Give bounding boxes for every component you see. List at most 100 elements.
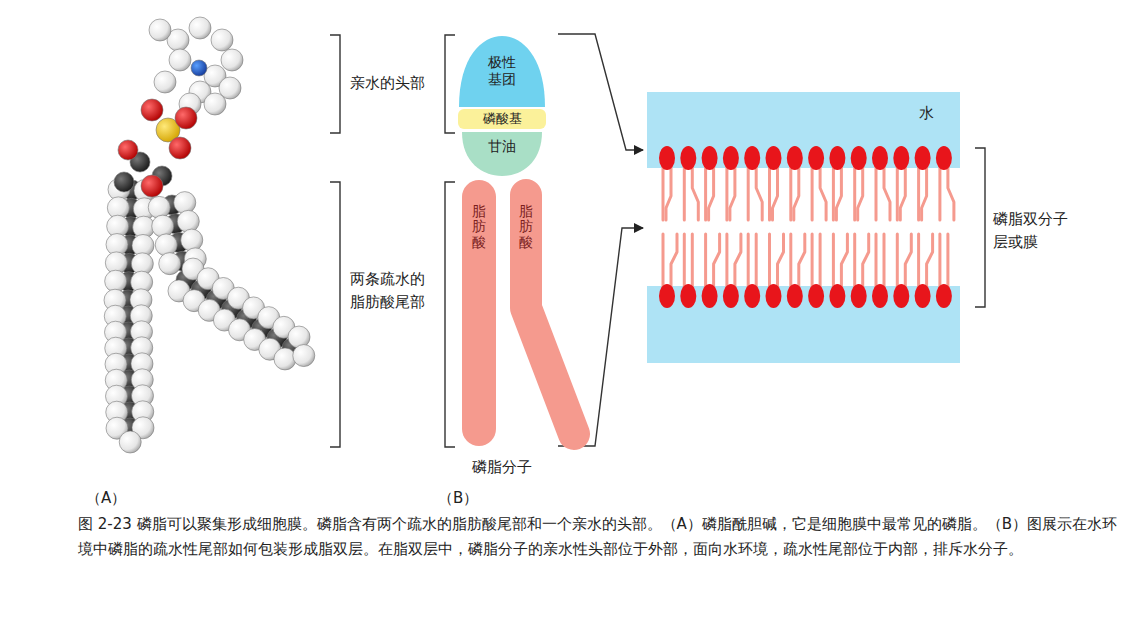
lipid-tail: [946, 234, 949, 292]
fatty-acid-tail: 脂肪酸: [506, 178, 592, 452]
atom: [141, 175, 163, 197]
lipid-tail: [662, 162, 665, 220]
lipid-tail: [884, 162, 890, 220]
lipid-head: [659, 146, 675, 170]
lipid-tail: [927, 234, 933, 292]
lipid-head: [893, 146, 909, 170]
water-region: 水: [647, 92, 960, 363]
lipid-tail: [768, 162, 771, 220]
atom: [189, 17, 211, 39]
lipid-head: [893, 284, 909, 308]
lipid-tail: [768, 234, 771, 292]
node-text: 脂肪酸: [472, 204, 486, 250]
lipid-tail: [735, 234, 741, 292]
atom: [154, 71, 176, 93]
lipid-head: [723, 284, 739, 308]
pointer-arrow: [558, 34, 643, 150]
lipid-tail: [938, 234, 941, 292]
lipid-tail: [836, 162, 841, 220]
label: （A）: [86, 487, 126, 510]
atom: [114, 172, 134, 192]
lipid-tail: [853, 234, 856, 292]
lipid-head: [915, 146, 931, 170]
atom: [169, 49, 191, 71]
glycerol: 甘油: [462, 132, 542, 176]
lipid-tail: [799, 234, 805, 292]
lipid-head: [851, 284, 867, 308]
lipid-head: [702, 284, 718, 308]
lipid-tail: [820, 162, 826, 220]
lipid-tail: [714, 234, 720, 292]
atom: [119, 431, 141, 453]
lipid-tail: [841, 234, 847, 292]
lipid-tail: [819, 234, 822, 292]
bracket: [445, 35, 455, 133]
atom: [148, 196, 170, 218]
lipid-tail: [917, 234, 920, 292]
lipid-head: [744, 146, 760, 170]
lipid-head: [723, 146, 739, 170]
lipid-head: [702, 146, 718, 170]
bracket: [975, 148, 985, 307]
atom: [293, 345, 315, 367]
lipid-tail: [917, 162, 920, 220]
label: 两条疏水的脂肪酸尾部: [350, 268, 427, 313]
label: 亲水的头部: [350, 72, 425, 95]
lipid-head: [680, 284, 696, 308]
atom: [155, 234, 177, 256]
lipid-tail: [725, 162, 728, 220]
atom: [211, 29, 233, 51]
lipid-tail: [704, 162, 707, 220]
lipid-tail: [811, 234, 814, 292]
lipid-tail: [747, 162, 750, 220]
lipid-tail: [704, 234, 707, 292]
lipid-tail: [747, 234, 750, 292]
lipid-tail: [709, 162, 714, 220]
lipid-tail: [662, 234, 665, 292]
atom: [141, 99, 163, 121]
node-outline: [526, 195, 574, 434]
lipid-tail: [789, 234, 792, 292]
atom: [204, 93, 226, 115]
lipid-tail: [863, 234, 869, 292]
lipid-head: [915, 284, 931, 308]
lipid-tail: [683, 162, 686, 220]
label: （B）: [438, 487, 478, 510]
lipid-head: [872, 284, 888, 308]
atom: [118, 140, 138, 160]
lipid-head: [808, 284, 824, 308]
lipid-bilayer: [647, 92, 960, 363]
lipid-head: [936, 146, 952, 170]
lipid-tail: [853, 162, 856, 220]
atom: [177, 210, 199, 232]
bracket: [330, 182, 340, 447]
lipid-head: [766, 146, 782, 170]
bilayer-core: [647, 168, 960, 286]
space-filling-model: [104, 17, 315, 453]
lipid-tail: [683, 234, 686, 292]
lipid-tail: [756, 162, 762, 220]
lipid-head: [936, 284, 952, 308]
atom: [181, 229, 203, 251]
lipid-tail: [725, 234, 728, 292]
lipid-tail: [900, 162, 905, 220]
atom: [191, 60, 207, 76]
atom: [159, 253, 181, 275]
lipid-head: [744, 284, 760, 308]
lipid-head: [659, 284, 675, 308]
node-outline: [459, 36, 545, 107]
lipid-tail: [666, 162, 671, 220]
lipid-tail: [832, 234, 835, 292]
node-text: 水: [919, 104, 934, 122]
lipid-head: [829, 146, 845, 170]
lipid-tail: [896, 234, 899, 292]
lipid-head: [851, 146, 867, 170]
node-outline: [462, 132, 542, 176]
atom: [274, 348, 296, 370]
lipid-head: [766, 284, 782, 308]
lipid-tail: [692, 162, 698, 220]
lipid-tail: [778, 234, 784, 292]
lipid-tail: [858, 162, 863, 220]
lipid-tail: [789, 162, 792, 220]
lipid-tail: [773, 162, 778, 220]
